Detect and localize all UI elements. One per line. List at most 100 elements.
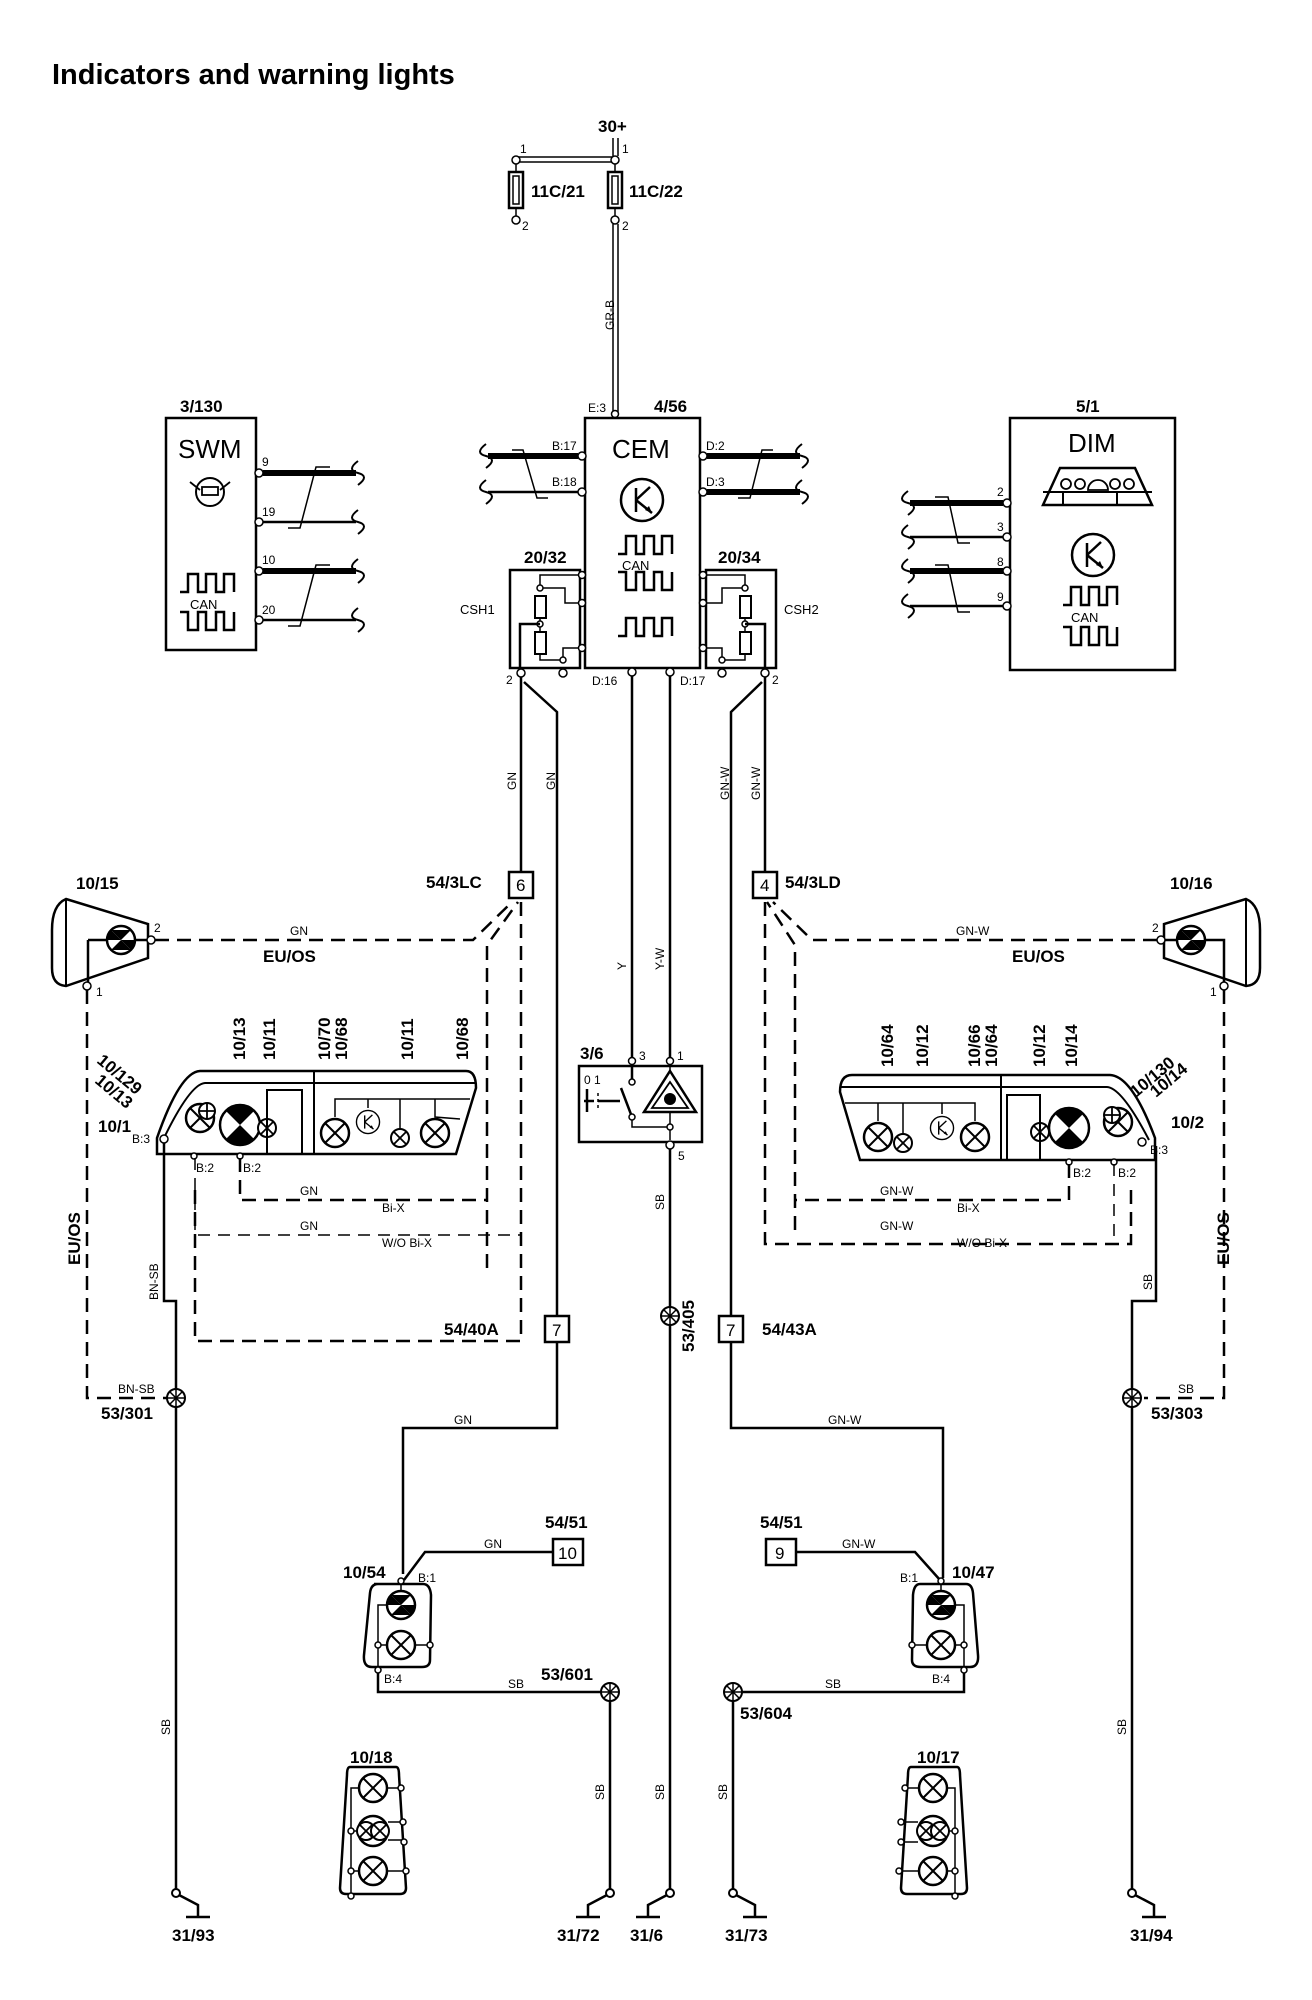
bulb-icon bbox=[1175, 924, 1207, 956]
svg-text:B:2: B:2 bbox=[243, 1161, 261, 1175]
bulb-icon bbox=[105, 924, 137, 956]
svg-text:GN-W: GN-W bbox=[842, 1537, 876, 1551]
svg-text:GN: GN bbox=[544, 772, 558, 790]
svg-text:B:18: B:18 bbox=[552, 475, 577, 489]
svg-text:EU/OS: EU/OS bbox=[65, 1212, 84, 1265]
svg-text:GN: GN bbox=[484, 1537, 502, 1551]
svg-text:10/11: 10/11 bbox=[260, 1018, 279, 1060]
transistor-icon bbox=[1070, 532, 1116, 578]
headlamp-left: 10/1 10/129 10/13 10/13 10/11 10/70 10/6… bbox=[91, 1017, 521, 1250]
fuse-right-pin-1: 1 bbox=[622, 142, 629, 156]
page-title: Indicators and warning lights bbox=[52, 59, 455, 91]
svg-text:GN-W: GN-W bbox=[880, 1184, 914, 1198]
svg-text:D:3: D:3 bbox=[706, 475, 725, 489]
svg-text:7: 7 bbox=[552, 1321, 561, 1340]
splice-icon bbox=[600, 1682, 620, 1702]
svg-text:3/6: 3/6 bbox=[580, 1044, 604, 1063]
tail-lamp-left: 10/18 bbox=[338, 1748, 410, 1900]
svg-text:W/O Bi-X: W/O Bi-X bbox=[957, 1236, 1007, 1250]
fuse-left-pin-2: 2 bbox=[522, 219, 529, 233]
svg-text:SB: SB bbox=[1141, 1274, 1155, 1290]
svg-text:GN-W: GN-W bbox=[828, 1413, 862, 1427]
svg-text:10/13: 10/13 bbox=[230, 1017, 249, 1060]
cem-pin-e3: E:3 bbox=[588, 401, 606, 415]
splice-icon bbox=[166, 1388, 186, 1408]
splice-53-303: 53/303 bbox=[1151, 1404, 1203, 1423]
svg-text:CAN: CAN bbox=[190, 597, 217, 612]
svg-text:EU/OS: EU/OS bbox=[263, 947, 316, 966]
front-wiring: GN GN GN-W GN-W Y Y-W bbox=[505, 676, 767, 1328]
splice-53-601: 53/601 bbox=[541, 1665, 593, 1684]
svg-text:54/51: 54/51 bbox=[760, 1513, 803, 1532]
headlamp-right: 10/2 10/130 10/14 10/64 10/12 10/66 10/6… bbox=[795, 1024, 1204, 1250]
svg-text:19: 19 bbox=[262, 505, 276, 519]
svg-text:10/68: 10/68 bbox=[332, 1017, 351, 1060]
cem-name: CEM bbox=[612, 434, 670, 464]
svg-text:10/12: 10/12 bbox=[913, 1024, 932, 1067]
svg-text:SB: SB bbox=[159, 1719, 173, 1735]
svg-text:SB: SB bbox=[825, 1677, 841, 1691]
svg-text:2: 2 bbox=[506, 673, 513, 687]
svg-text:GN-W: GN-W bbox=[956, 924, 990, 938]
cem-module: 4/56 E:3 CEM CAN B:17 B:18 D:2 D:3 bbox=[479, 397, 809, 688]
ground-wiring-right: SB SB 53/303 SB 31/94 bbox=[1115, 1146, 1203, 1945]
fuse-right-pin-2: 2 bbox=[622, 219, 629, 233]
svg-text:GN-W: GN-W bbox=[749, 766, 763, 800]
cem-ref: 4/56 bbox=[654, 397, 687, 416]
svg-text:SB: SB bbox=[653, 1784, 667, 1800]
hazard-ground-wiring: SB 53/405 SB 31/6 bbox=[630, 1149, 698, 1945]
svg-text:10: 10 bbox=[558, 1544, 577, 1563]
svg-text:10/54: 10/54 bbox=[343, 1563, 386, 1582]
svg-text:8: 8 bbox=[997, 555, 1004, 569]
instrument-cluster-icon bbox=[1041, 466, 1154, 507]
svg-text:EU/OS: EU/OS bbox=[1012, 947, 1065, 966]
splice-53-301: 53/301 bbox=[101, 1404, 153, 1423]
csh2-module: 20/34 CSH2 2 bbox=[698, 548, 819, 687]
fuse-left-ref: 11C/21 bbox=[531, 182, 585, 201]
svg-text:9: 9 bbox=[775, 1544, 784, 1563]
svg-text:9: 9 bbox=[262, 455, 269, 469]
svg-text:B:2: B:2 bbox=[196, 1161, 214, 1175]
svg-text:2: 2 bbox=[1152, 921, 1159, 935]
splice-53-604: 53/604 bbox=[740, 1704, 793, 1723]
airbag-icon bbox=[189, 477, 231, 507]
svg-text:EU/OS: EU/OS bbox=[1214, 1212, 1233, 1265]
connector-54-3lc: 54/3LC 6 bbox=[426, 870, 535, 900]
can-bus-icon: CAN bbox=[1061, 585, 1119, 647]
svg-text:10/47: 10/47 bbox=[952, 1563, 995, 1582]
svg-text:SB: SB bbox=[1115, 1719, 1129, 1735]
connector-54-3ld: 4 54/3LD bbox=[751, 870, 841, 900]
fuse-icon bbox=[507, 164, 525, 225]
svg-text:10/11: 10/11 bbox=[398, 1018, 417, 1060]
svg-text:B:1: B:1 bbox=[900, 1571, 918, 1585]
svg-text:10/70: 10/70 bbox=[315, 1017, 334, 1060]
svg-text:GN: GN bbox=[454, 1413, 472, 1427]
eu-os-wiring-left: GN EU/OS EU/OS bbox=[65, 901, 523, 1400]
svg-text:10/68: 10/68 bbox=[453, 1017, 472, 1060]
svg-text:B:2: B:2 bbox=[1073, 1166, 1091, 1180]
hazard-switch[interactable]: 3/6 3 1 0 1 5 bbox=[577, 1044, 704, 1163]
svg-text:D:17: D:17 bbox=[680, 674, 706, 688]
csh1-ref: 20/32 bbox=[524, 548, 567, 567]
svg-text:B:4: B:4 bbox=[932, 1672, 950, 1686]
csh1-module: 20/32 CSH1 2 bbox=[460, 548, 587, 687]
supply-label: 30+ bbox=[598, 117, 627, 136]
rear-indicator-left: 10/54 B:1 B:4 SB 53/601 SB 31/72 bbox=[343, 1563, 620, 1945]
svg-text:Bi-X: Bi-X bbox=[957, 1201, 980, 1215]
tail-lamp-right: 10/17 bbox=[895, 1748, 969, 1900]
svg-text:1: 1 bbox=[96, 985, 103, 999]
svg-text:54/3LD: 54/3LD bbox=[785, 873, 841, 892]
ground-wiring-left: BN-SB BN-SB 53/301 SB 31/93 bbox=[101, 1143, 215, 1945]
svg-text:Bi-X: Bi-X bbox=[382, 1201, 405, 1215]
svg-text:B:1: B:1 bbox=[418, 1571, 436, 1585]
svg-text:10/14: 10/14 bbox=[1062, 1024, 1081, 1067]
can-bus-icon: CAN bbox=[616, 534, 674, 638]
svg-text:Y-W: Y-W bbox=[653, 947, 667, 970]
svg-text:10/64: 10/64 bbox=[878, 1024, 897, 1067]
svg-text:10/18: 10/18 bbox=[350, 1748, 393, 1767]
splice-53-405: 53/405 bbox=[679, 1300, 698, 1352]
dim-module: 5/1 DIM CAN 2 3 8 9 bbox=[901, 397, 1177, 672]
splice-icon bbox=[1122, 1388, 1142, 1408]
svg-text:BN-SB: BN-SB bbox=[118, 1382, 155, 1396]
